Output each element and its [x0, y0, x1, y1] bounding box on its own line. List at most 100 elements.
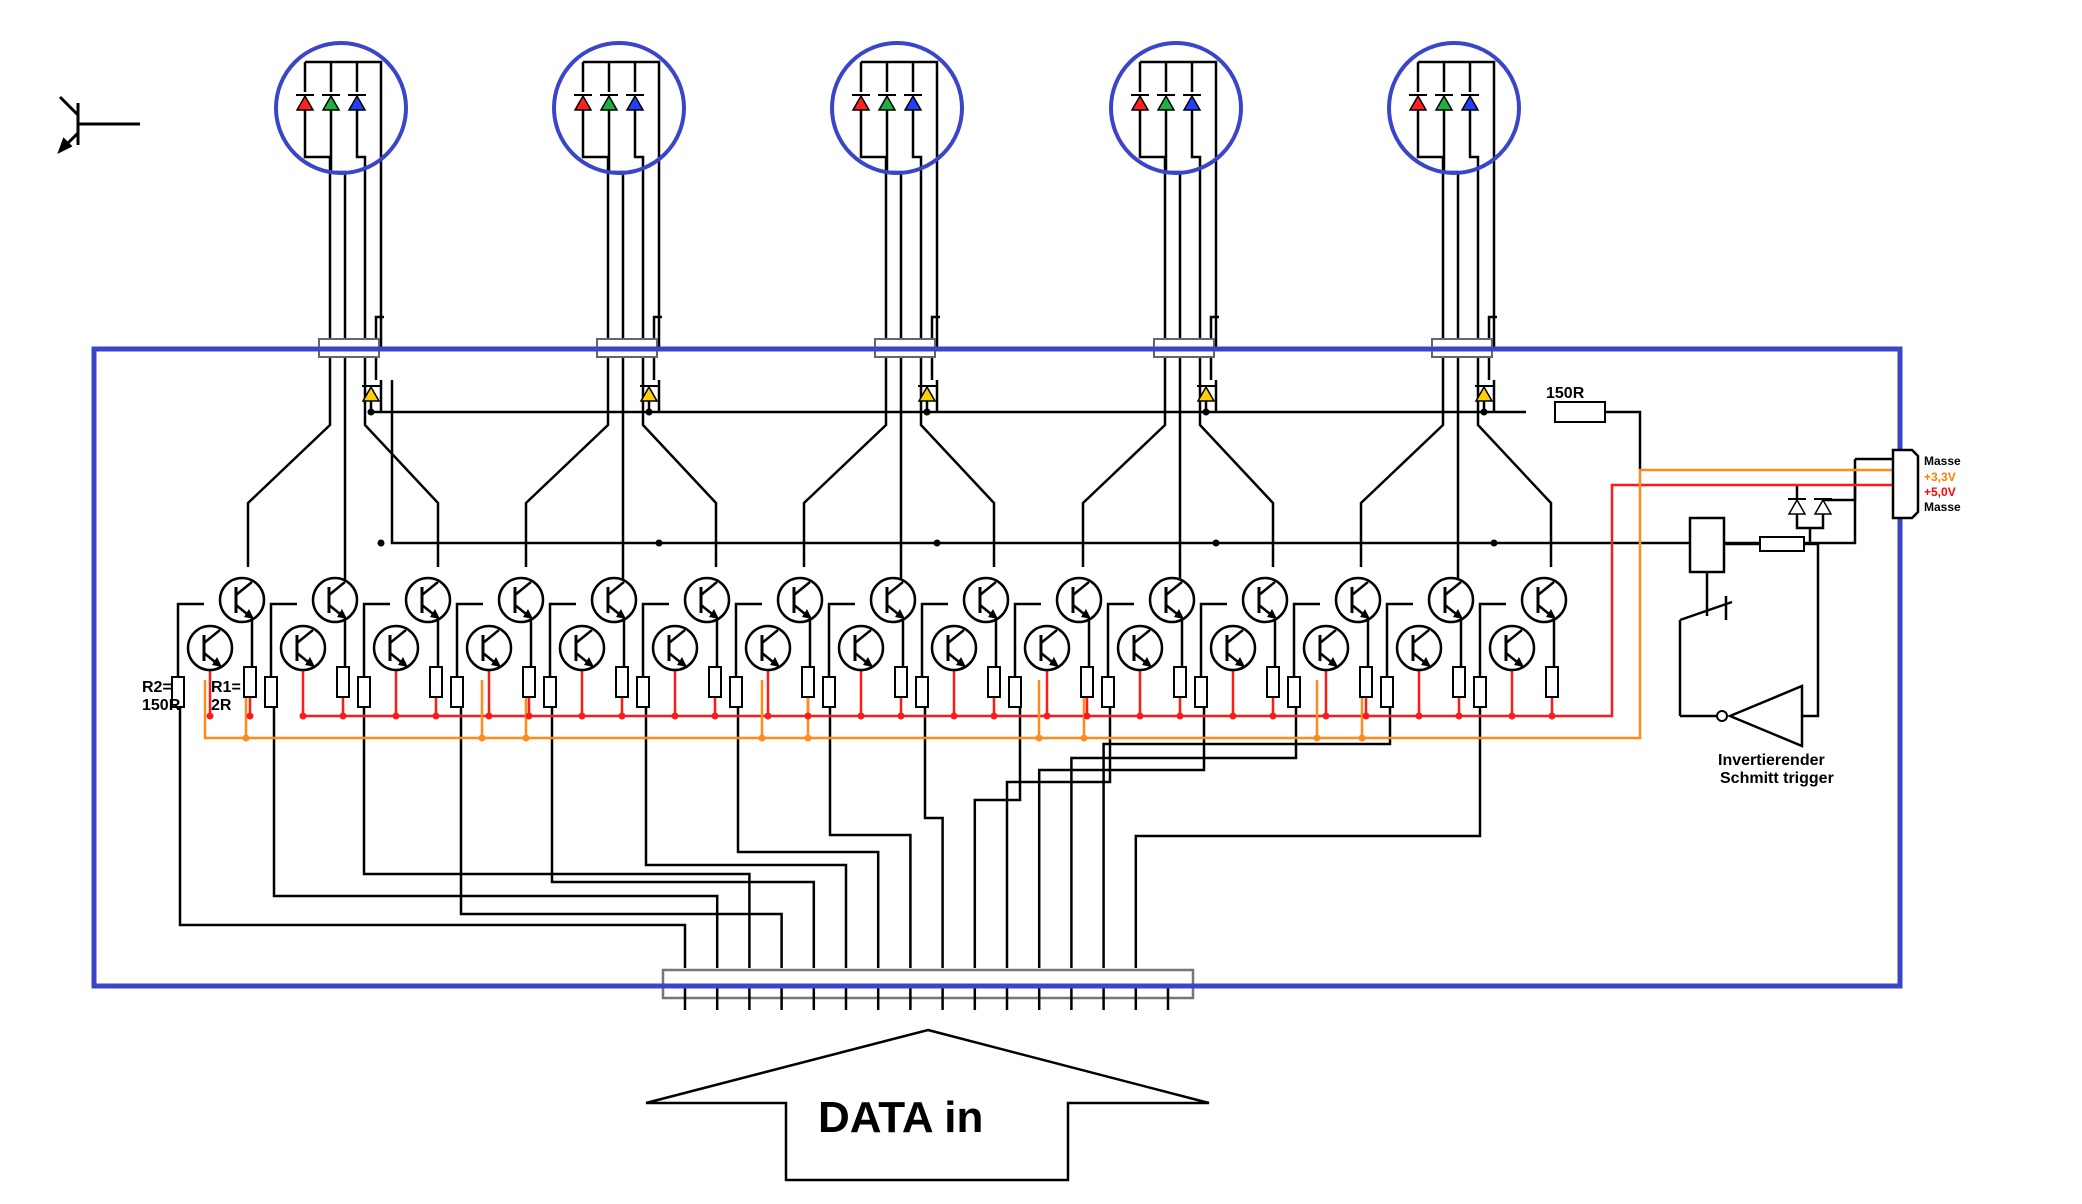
channel-9-transistor-lower-arrow — [956, 657, 966, 667]
led-3-wire-b — [911, 110, 923, 348]
junction-dot — [478, 734, 486, 742]
data-route-14 — [1102, 700, 1392, 968]
channel-11-transistor-upper-body — [1148, 576, 1196, 624]
channel-9-transistor-lower-body — [930, 624, 978, 672]
channel-1-resistor-r2 — [171, 676, 185, 708]
channel-3-transistor-lower-arrow — [398, 657, 408, 667]
channel-11-transistor-lower-body — [1116, 624, 1164, 672]
channel-8-base-wire — [827, 602, 855, 676]
led-3-diode-red-icon — [851, 94, 871, 111]
channel-5-transistor-upper-collector — [607, 581, 625, 596]
channel-11-transistor-lower — [1116, 624, 1164, 672]
resistor-to-rail — [1606, 410, 1642, 470]
channel-15-transistor-upper-collector — [1537, 581, 1555, 596]
channel-11-transistor-lower-arrow — [1142, 657, 1152, 667]
channel-12-transistor-upper-body — [1241, 576, 1289, 624]
channel-7-transistor-upper-collector — [793, 581, 811, 596]
channel-14-resistor-r2 — [1380, 676, 1394, 708]
channel-13-transistor-upper — [1334, 576, 1382, 624]
components — [171, 41, 1906, 1010]
channel-12-transistor-lower-arrow — [1235, 657, 1245, 667]
board-outline — [91, 346, 1903, 989]
junction-dot — [1202, 408, 1210, 416]
junction-dot — [367, 408, 375, 416]
channel-8-transistor-upper-collector — [886, 581, 904, 596]
led-4-ring — [1109, 41, 1243, 175]
channel-14-base-wire — [1385, 602, 1413, 676]
channel-15-transistor-lower — [1488, 624, 1536, 672]
led-3-wire-g — [885, 110, 903, 348]
led-2-wire-g — [607, 110, 625, 348]
channel-2-transistor-lower-collector — [296, 629, 314, 644]
channel-14-transistor-upper-collector — [1444, 581, 1462, 596]
channel-9-resistor-r2 — [915, 676, 929, 708]
channel-7-transistor-upper-body — [776, 576, 824, 624]
channel-2-transistor-lower-body — [279, 624, 327, 672]
channel-7-transistor-lower-body — [744, 624, 792, 672]
data-in-label: DATA in — [818, 1093, 983, 1142]
channel-14-transistor-upper — [1427, 576, 1475, 624]
junction-dot — [1269, 712, 1277, 720]
junction-dot — [804, 712, 812, 720]
junction-dot — [758, 734, 766, 742]
channel-12-transistor-upper-collector — [1258, 581, 1276, 596]
junction-dot — [897, 712, 905, 720]
led-3-diode-blue-icon — [903, 94, 923, 111]
channel-4-transistor-upper-collector — [514, 581, 532, 596]
channel-3-resistor-r2 — [357, 676, 371, 708]
channel-12-transistor-upper — [1241, 576, 1289, 624]
junction-dot — [392, 712, 400, 720]
channel-13-resistor-r2 — [1287, 676, 1301, 708]
led-1-collector-g — [342, 348, 347, 585]
channel-5-transistor-lower-body — [558, 624, 606, 672]
common-ground-bus — [390, 380, 1690, 545]
junction-dot — [1362, 712, 1370, 720]
led-4-collector-g — [1177, 348, 1182, 585]
channel-1-transistor-upper-arrow — [244, 609, 254, 619]
channel-4-transistor-lower-arrow — [491, 657, 501, 667]
channel-13-transistor-lower-arrow — [1328, 657, 1338, 667]
channel-3-transistor-upper-body — [404, 576, 452, 624]
channel-5-transistor-upper — [590, 576, 638, 624]
junction-dot — [655, 539, 663, 547]
channel-11-transistor-lower-collector — [1133, 629, 1151, 644]
channel-3-resistor-r1 — [429, 666, 443, 698]
channel-9-transistor-lower-collector — [947, 629, 965, 644]
channel-2-base-wire — [269, 602, 297, 676]
led-2-collector-g — [620, 348, 625, 585]
channel-6-transistor-upper — [683, 576, 731, 624]
channel-6-resistor-r2 — [636, 676, 650, 708]
led-2-ring — [552, 41, 686, 175]
channel-5-transistor-upper-body — [590, 576, 638, 624]
connector-label-4: Masse — [1924, 500, 1961, 514]
channel-3-transistor-upper-collector — [421, 581, 439, 596]
data-route-9 — [923, 700, 944, 968]
junction-dot — [1136, 712, 1144, 720]
channel-13-transistor-upper-collector — [1351, 581, 1369, 596]
channel-2-transistor-upper-body — [311, 576, 359, 624]
channel-9-transistor-upper-body — [962, 576, 1010, 624]
channel-14-transistor-upper-arrow — [1453, 609, 1463, 619]
fuse-resistor — [1759, 536, 1805, 552]
channel-4-transistor-lower — [465, 624, 513, 672]
junction-dot — [1480, 408, 1488, 416]
channel-13-transistor-upper-body — [1334, 576, 1382, 624]
led-4-diode-green-icon — [1156, 94, 1176, 111]
junction-dot — [206, 712, 214, 720]
channel-5-resistor-r1 — [615, 666, 629, 698]
channel-10-resistor-r1 — [1080, 666, 1094, 698]
channel-1-resistor-r1 — [243, 666, 257, 698]
led-4-collector-b — [1198, 348, 1275, 567]
channel-13-base-wire — [1292, 602, 1320, 676]
channel-4-resistor-r2 — [450, 676, 464, 708]
channel-6-transistor-upper-collector — [700, 581, 718, 596]
channel-11-resistor-r1 — [1173, 666, 1187, 698]
channel-10-transistor-upper-collector — [1072, 581, 1090, 596]
channel-1-transistor-lower-arrow — [212, 657, 222, 667]
junction-dot — [299, 712, 307, 720]
led-4-wire-b — [1190, 110, 1202, 348]
junction-dot — [1322, 712, 1330, 720]
schmitt-label-line2: Schmitt trigger — [1720, 770, 1834, 787]
channel-11-base-wire — [1106, 602, 1134, 676]
data-route-5 — [550, 700, 816, 968]
